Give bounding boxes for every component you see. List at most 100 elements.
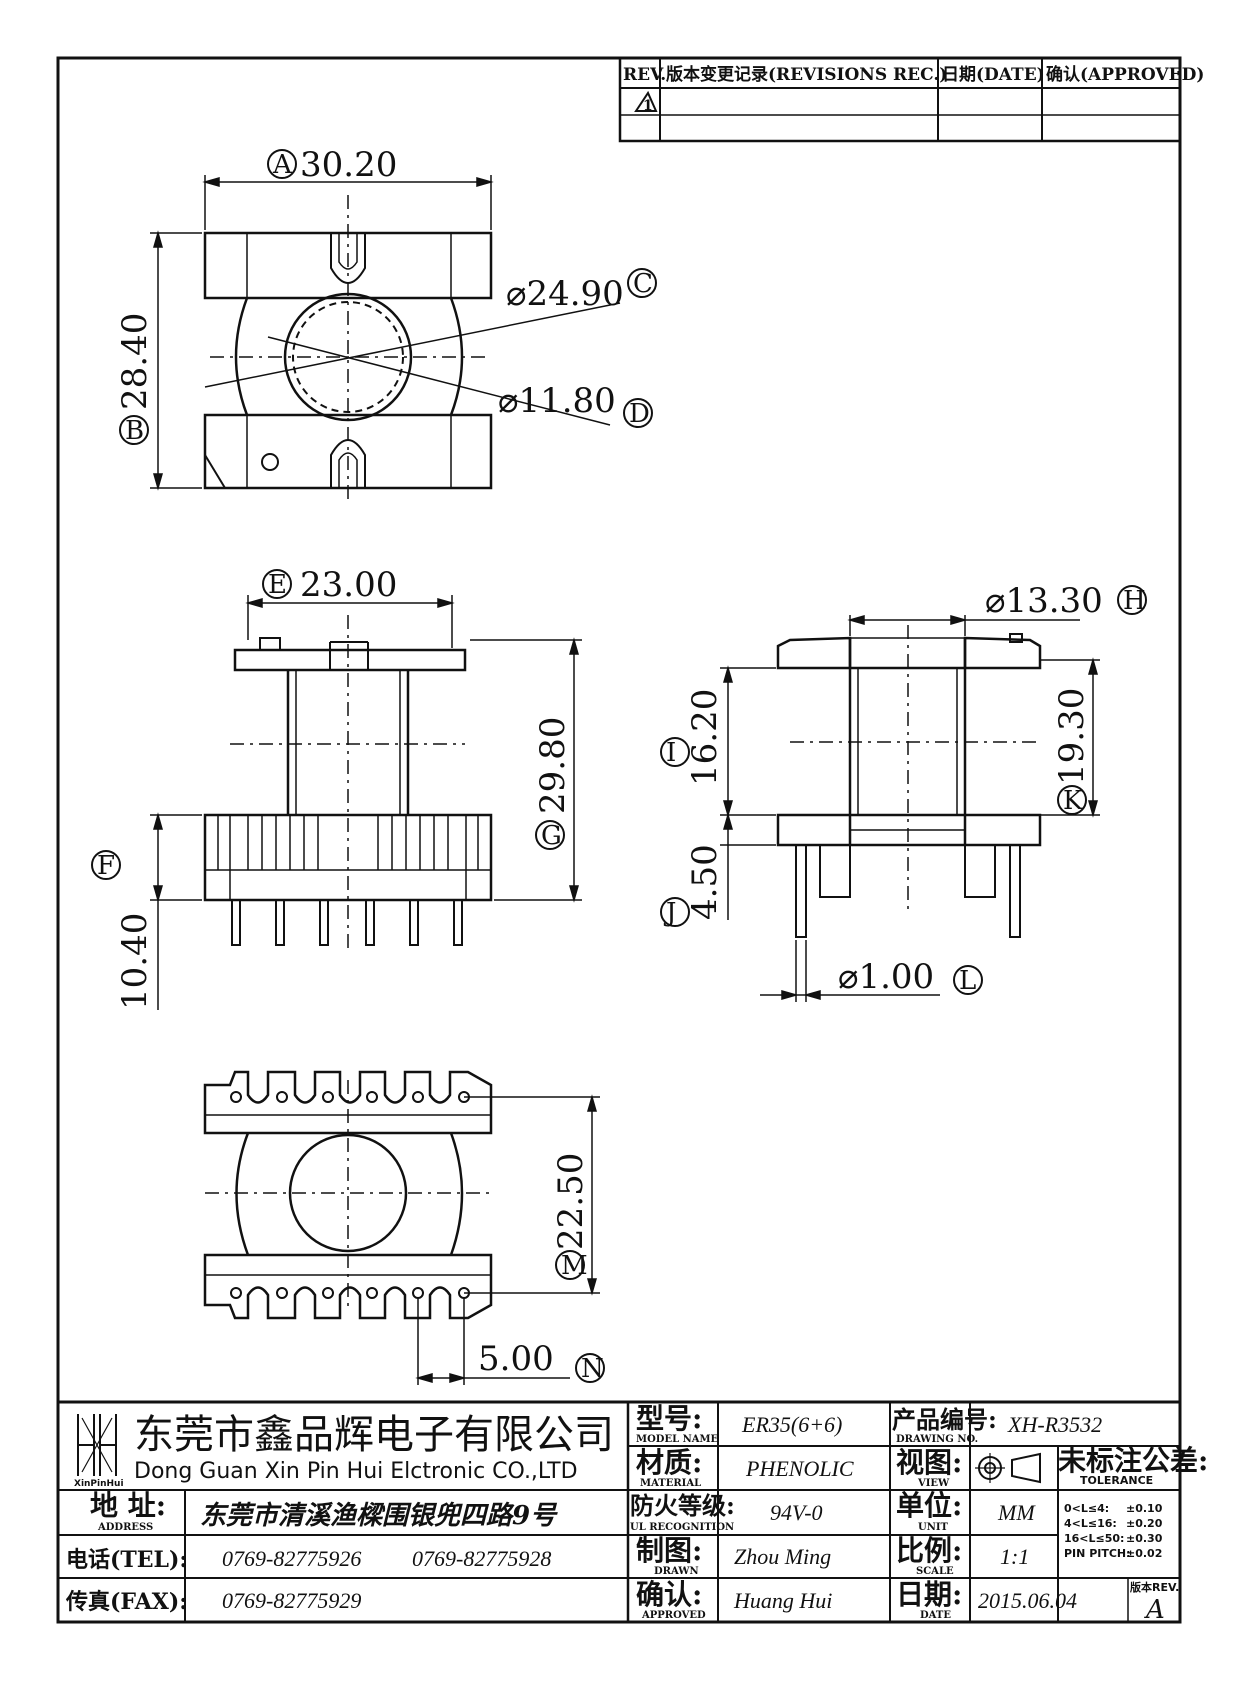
scale-label: 比例: bbox=[896, 1534, 962, 1567]
view-label: 视图: bbox=[896, 1446, 962, 1479]
svg-text:J: J bbox=[663, 898, 676, 928]
dim-h-label-icon: H bbox=[1117, 585, 1147, 616]
svg-text:M: M bbox=[561, 1251, 588, 1281]
bottom-view-centerlines bbox=[205, 1080, 491, 1310]
tolerance-range: 16<L≤50: bbox=[1064, 1532, 1124, 1545]
dim-l-lines bbox=[760, 940, 940, 1002]
drawn-label-en: DRAWN bbox=[654, 1566, 699, 1577]
dim-h-lines bbox=[847, 615, 1080, 636]
dim-c-label-icon: C bbox=[627, 268, 657, 299]
dim-n-label-icon: N bbox=[575, 1353, 605, 1384]
model-label: 型号: bbox=[636, 1402, 702, 1435]
dim-k-lines bbox=[1040, 657, 1100, 818]
svg-text:K: K bbox=[1063, 786, 1083, 816]
dim-m-value: 22.50 bbox=[551, 1153, 591, 1250]
ul-value: 94V-0 bbox=[770, 1500, 823, 1525]
scale-label-en: SCALE bbox=[916, 1566, 954, 1577]
approved-header: 确认(APPROVED) bbox=[1046, 64, 1204, 85]
bottom-pin-holes bbox=[230, 1091, 470, 1299]
scale-value: 1:1 bbox=[1000, 1544, 1029, 1569]
drawing-no-label: 产品编号: bbox=[892, 1405, 997, 1434]
tel-value-2: 0769-82775928 bbox=[412, 1546, 551, 1571]
dim-c-d-lines bbox=[204, 302, 621, 426]
unit-value: MM bbox=[997, 1500, 1036, 1525]
top-view-centerlines bbox=[210, 195, 490, 500]
svg-text:I: I bbox=[666, 738, 676, 768]
svg-text:L: L bbox=[959, 966, 976, 996]
svg-text:G: G bbox=[541, 821, 562, 851]
dim-g-lines bbox=[470, 637, 582, 903]
unit-label: 单位: bbox=[896, 1489, 962, 1522]
logo-text: XinPinHui bbox=[74, 1479, 124, 1489]
company-logo-icon bbox=[77, 1414, 117, 1476]
svg-text:H: H bbox=[1123, 586, 1146, 616]
svg-text:D: D bbox=[629, 399, 650, 429]
side-view bbox=[776, 633, 1042, 938]
drawn-value: Zhou Ming bbox=[734, 1544, 831, 1569]
dim-m-lines bbox=[464, 1094, 600, 1296]
dim-i-label-icon: I bbox=[660, 737, 690, 768]
company-name-en: Dong Guan Xin Pin Hui Elctronic CO.,LTD bbox=[134, 1459, 578, 1484]
dim-d-value: ⌀11.80 bbox=[498, 381, 616, 421]
dim-a-label-icon: A bbox=[267, 149, 297, 180]
tolerance-value: ±0.10 bbox=[1126, 1502, 1163, 1515]
svg-text:B: B bbox=[125, 416, 144, 446]
front-view-centerlines bbox=[230, 615, 465, 950]
ul-label-en: UL RECOGNITION bbox=[630, 1522, 734, 1533]
dim-n-value: 5.00 bbox=[478, 1339, 554, 1379]
company-name-cn: 东莞市鑫品辉电子有限公司 bbox=[134, 1412, 614, 1458]
revision-triangle-icon: 1 bbox=[634, 90, 658, 114]
dim-a-lines bbox=[202, 175, 494, 230]
drawing-no-value: XH-R3532 bbox=[1007, 1412, 1102, 1437]
rev-label: 版本REV. bbox=[1130, 1580, 1179, 1594]
address-label: 地 址: bbox=[90, 1489, 166, 1522]
address-label-en: ADDRESS bbox=[97, 1522, 153, 1533]
dim-m-label-icon: M bbox=[555, 1250, 588, 1281]
tolerance-label: 未标注公差: bbox=[1058, 1444, 1208, 1477]
dim-k-label-icon: K bbox=[1057, 785, 1087, 816]
material-value: PHENOLIC bbox=[745, 1456, 854, 1481]
tolerance-value: ±0.02 bbox=[1126, 1547, 1162, 1560]
tolerance-label-en: TOLERANCE bbox=[1080, 1474, 1153, 1487]
material-label-en: MATERIAL bbox=[640, 1478, 701, 1489]
dim-l-label-icon: L bbox=[953, 965, 983, 996]
dim-n-lines bbox=[415, 1298, 570, 1385]
dim-a-value: 30.20 bbox=[300, 145, 397, 185]
dim-j-label-icon: J bbox=[660, 897, 690, 928]
dim-f-lines bbox=[150, 812, 202, 1010]
dim-d-label-icon: D bbox=[623, 398, 653, 429]
dim-h-value: ⌀13.30 bbox=[985, 581, 1103, 621]
rev-value: A bbox=[1144, 1595, 1165, 1625]
drawn-label: 制图: bbox=[636, 1534, 702, 1567]
tolerance-value: ±0.20 bbox=[1126, 1517, 1163, 1530]
tolerance-range: PIN PITCH: bbox=[1064, 1547, 1131, 1560]
title-block-grid bbox=[56, 1400, 1182, 1624]
rev-header: REV. bbox=[623, 65, 666, 85]
dim-f-label-icon: F bbox=[91, 850, 121, 881]
model-label-en: MODEL NAME bbox=[636, 1434, 719, 1445]
view-label-en: VIEW bbox=[917, 1478, 950, 1489]
date-header: 日期(DATE) bbox=[942, 65, 1045, 85]
bottom-view bbox=[203, 1070, 493, 1320]
tolerance-range: 4<L≤16: bbox=[1064, 1517, 1117, 1530]
svg-text:1: 1 bbox=[643, 98, 653, 114]
dim-b-value: 28.40 bbox=[115, 313, 155, 410]
dim-f-value: 10.40 bbox=[115, 913, 155, 1010]
svg-text:A: A bbox=[272, 150, 293, 180]
dim-g-value: 29.80 bbox=[533, 717, 573, 814]
date-label: 日期: bbox=[896, 1578, 962, 1611]
dim-k-value: 19.30 bbox=[1052, 688, 1092, 785]
fax-value: 0769-82775929 bbox=[222, 1588, 361, 1613]
tolerance-table: 0<L≤4: ±0.10 4<L≤16: ±0.20 16<L≤50: ±0.3… bbox=[1064, 1502, 1163, 1560]
dim-b-lines bbox=[150, 230, 202, 491]
tel-label: 电话(TEL): bbox=[66, 1547, 188, 1573]
address-value: 东莞市清溪渔樑围银兜四路9号 bbox=[200, 1501, 558, 1531]
tolerance-range: 0<L≤4: bbox=[1064, 1502, 1109, 1515]
dim-i-value: 16.20 bbox=[685, 689, 725, 786]
approved-label: 确认: bbox=[636, 1578, 702, 1611]
dim-e-label-icon: E bbox=[262, 569, 292, 600]
projection-symbol-icon bbox=[975, 1452, 1041, 1484]
revision-table bbox=[618, 56, 1182, 143]
front-pins bbox=[231, 899, 463, 946]
